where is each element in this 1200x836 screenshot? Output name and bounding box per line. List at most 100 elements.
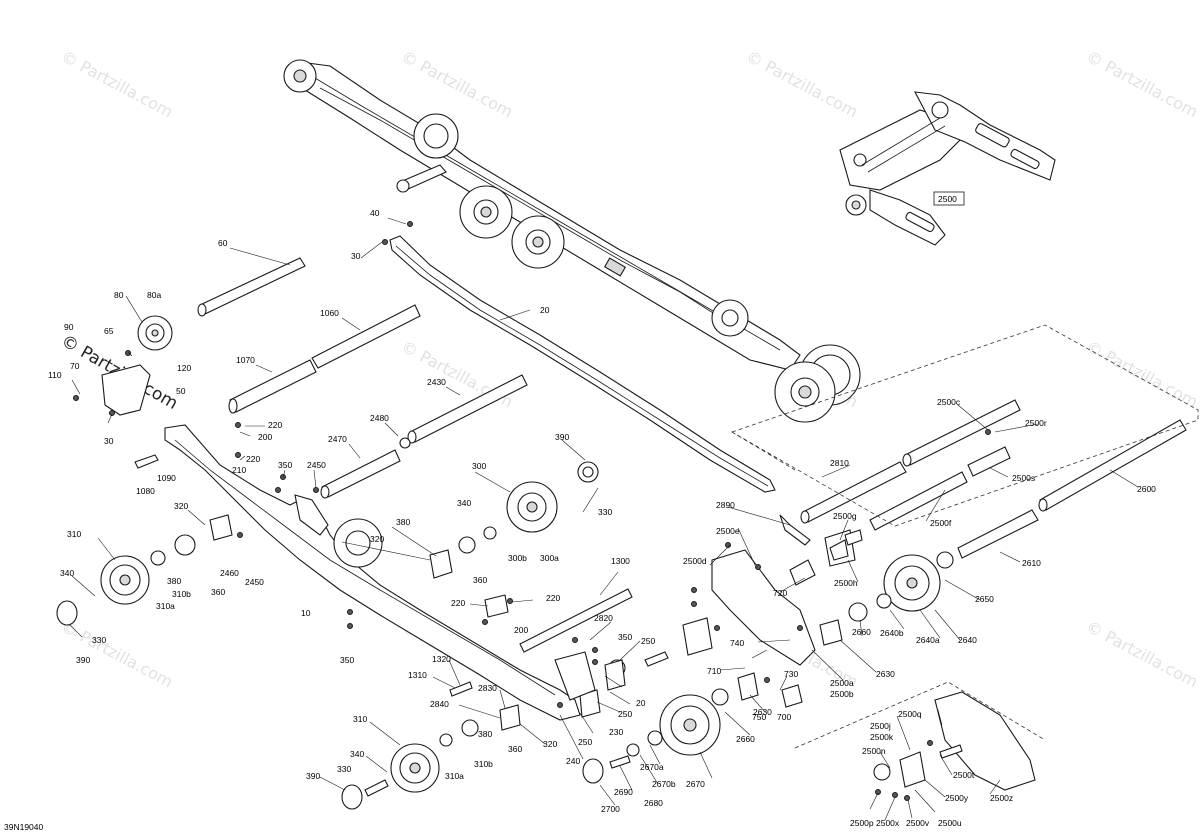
callout-390-b: 390 — [555, 432, 569, 442]
callout-50: 50 — [176, 386, 186, 396]
callout-360-b: 360 — [473, 575, 487, 585]
callout-2500u: 2500u — [938, 818, 962, 828]
callout-30: 30 — [351, 251, 361, 261]
callout-2500s: 2500s — [1012, 473, 1035, 483]
callout-2500x: 2500x — [876, 818, 900, 828]
dashed-outlines — [731, 324, 1199, 749]
callout-1070: 1070 — [236, 355, 255, 365]
callout-2500j: 2500j — [870, 721, 891, 731]
callout-380-b: 380 — [396, 517, 410, 527]
callout-240: 240 — [566, 756, 580, 766]
callout-250-b: 250 — [618, 709, 632, 719]
callout-380-c: 380 — [478, 729, 492, 739]
callout-2670a: 2670a — [640, 762, 664, 772]
callout-390-c: 390 — [306, 771, 320, 781]
callout-220: 220 — [268, 420, 282, 430]
callout-120: 120 — [177, 363, 191, 373]
callout-320: 320 — [174, 501, 188, 511]
callout-2630-b: 2630 — [876, 669, 895, 679]
callout-2500d: 2500d — [683, 556, 707, 566]
callout-720: 720 — [773, 588, 787, 598]
callout-340-c: 340 — [350, 749, 364, 759]
watermark: © Partzilla.com — [398, 47, 516, 122]
callout-2500p: 2500p — [850, 818, 874, 828]
callout-2470: 2470 — [328, 434, 347, 444]
callout-2610: 2610 — [1022, 558, 1041, 568]
callout-2820: 2820 — [594, 613, 613, 623]
callout-1080: 1080 — [136, 486, 155, 496]
callout-2600: 2600 — [1137, 484, 1156, 494]
callout-210: 210 — [232, 465, 246, 475]
callout-220-c: 220 — [451, 598, 465, 608]
callout-1310: 1310 — [408, 670, 427, 680]
callout-2840: 2840 — [430, 699, 449, 709]
part-20-slider-strip — [389, 235, 776, 493]
callout-2660: 2660 — [736, 734, 755, 744]
callout-2890: 2890 — [716, 500, 735, 510]
shafts — [197, 257, 1187, 653]
callout-2500e: 2500e — [716, 526, 740, 536]
callout-60: 60 — [218, 238, 228, 248]
callout-box-2500 — [933, 191, 965, 206]
callout-80: 80 — [114, 290, 124, 300]
callout-710: 710 — [707, 666, 721, 676]
callout-1060: 1060 — [320, 308, 339, 318]
callout-330: 330 — [92, 635, 106, 645]
callout-2500r: 2500r — [1025, 418, 1047, 428]
callout-360: 360 — [211, 587, 225, 597]
callout-2500y: 2500y — [945, 793, 969, 803]
watermark: © Partzilla.com — [743, 47, 861, 122]
callout-2640a: 2640a — [916, 635, 940, 645]
callout-2500n: 2500n — [862, 746, 886, 756]
callout-2660-b: 2660 — [852, 627, 871, 637]
callout-2500t: 2500t — [953, 770, 975, 780]
watermark: © Partzilla.com — [1083, 617, 1200, 692]
callout-310a-lower: 310a — [445, 771, 464, 781]
callout-2700: 2700 — [601, 804, 620, 814]
callout-30-lower: 30 — [104, 436, 114, 446]
callout-2480: 2480 — [370, 413, 389, 423]
callout-2670: 2670 — [686, 779, 705, 789]
hardware — [73, 221, 991, 801]
callout-200: 200 — [258, 432, 272, 442]
callout-310-lower: 310 — [353, 714, 367, 724]
callout-20: 20 — [540, 305, 550, 315]
callout-1320: 1320 — [432, 654, 451, 664]
callout-2450-b: 2450 — [245, 577, 264, 587]
callout-740: 740 — [730, 638, 744, 648]
callout-2450: 2450 — [307, 460, 326, 470]
callout-2630: 2630 — [753, 707, 772, 717]
callout-310: 310 — [67, 529, 81, 539]
callout-2430: 2430 — [427, 377, 446, 387]
callout-750: 750 — [752, 712, 766, 722]
callout-2640: 2640 — [958, 635, 977, 645]
callout-320-b: 320 — [370, 534, 384, 544]
callout-110: 110 — [48, 370, 62, 380]
callout-2500q: 2500q — [898, 709, 922, 719]
callout-300b: 300b — [508, 553, 527, 563]
callout-310b-lower: 310b — [474, 759, 493, 769]
callout-2500b: 2500b — [830, 689, 854, 699]
callout-310a: 310a — [156, 601, 175, 611]
callout-330-c: 330 — [337, 764, 351, 774]
part-10-rail — [164, 424, 581, 721]
callout-250: 250 — [641, 636, 655, 646]
callout-340: 340 — [60, 568, 74, 578]
callout-200-b: 200 — [514, 625, 528, 635]
callout-90: 90 — [64, 322, 74, 332]
callout-230: 230 — [609, 727, 623, 737]
callout-700: 700 — [777, 712, 791, 722]
callout-10: 10 — [301, 608, 311, 618]
callout-1090: 1090 — [157, 473, 176, 483]
callout-220-d: 220 — [546, 593, 560, 603]
callout-80a: 80a — [147, 290, 161, 300]
leader-lines — [69, 217, 1139, 821]
callout-2680: 2680 — [644, 798, 663, 808]
callout-65: 65 — [104, 326, 114, 336]
callout-360-c: 360 — [508, 744, 522, 754]
callout-250-c: 250 — [578, 737, 592, 747]
callout-350-b: 350 — [340, 655, 354, 665]
watermark: © Partzilla.com — [58, 47, 176, 122]
callout-350-c: 350 — [618, 632, 632, 642]
